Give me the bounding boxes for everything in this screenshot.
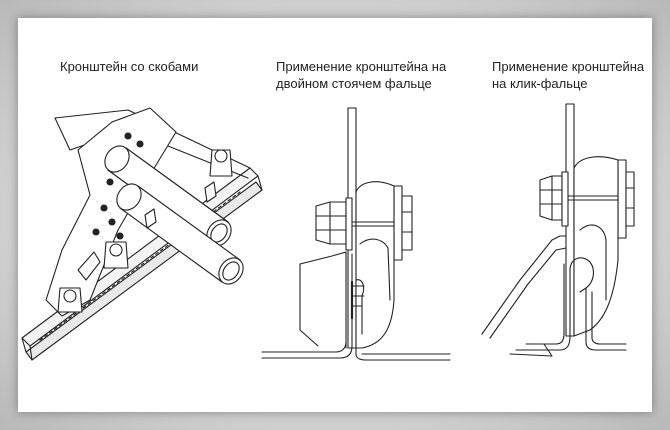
caption-click-seam: Применение кронштейна на клик-фальце <box>492 58 644 92</box>
caption-bracket-with-clamps: Кронштейн со скобами <box>60 58 198 75</box>
caption-line: Применение кронштейна на <box>276 59 447 74</box>
caption-line: на клик-фальце <box>492 76 588 91</box>
caption-double-standing-seam: Применение кронштейна на двойном стоячем… <box>276 58 446 92</box>
caption-line: Применение кронштейна <box>492 59 645 74</box>
caption-line: двойном стоячем фальце <box>276 76 432 91</box>
caption-line: Кронштейн со скобами <box>60 59 199 74</box>
